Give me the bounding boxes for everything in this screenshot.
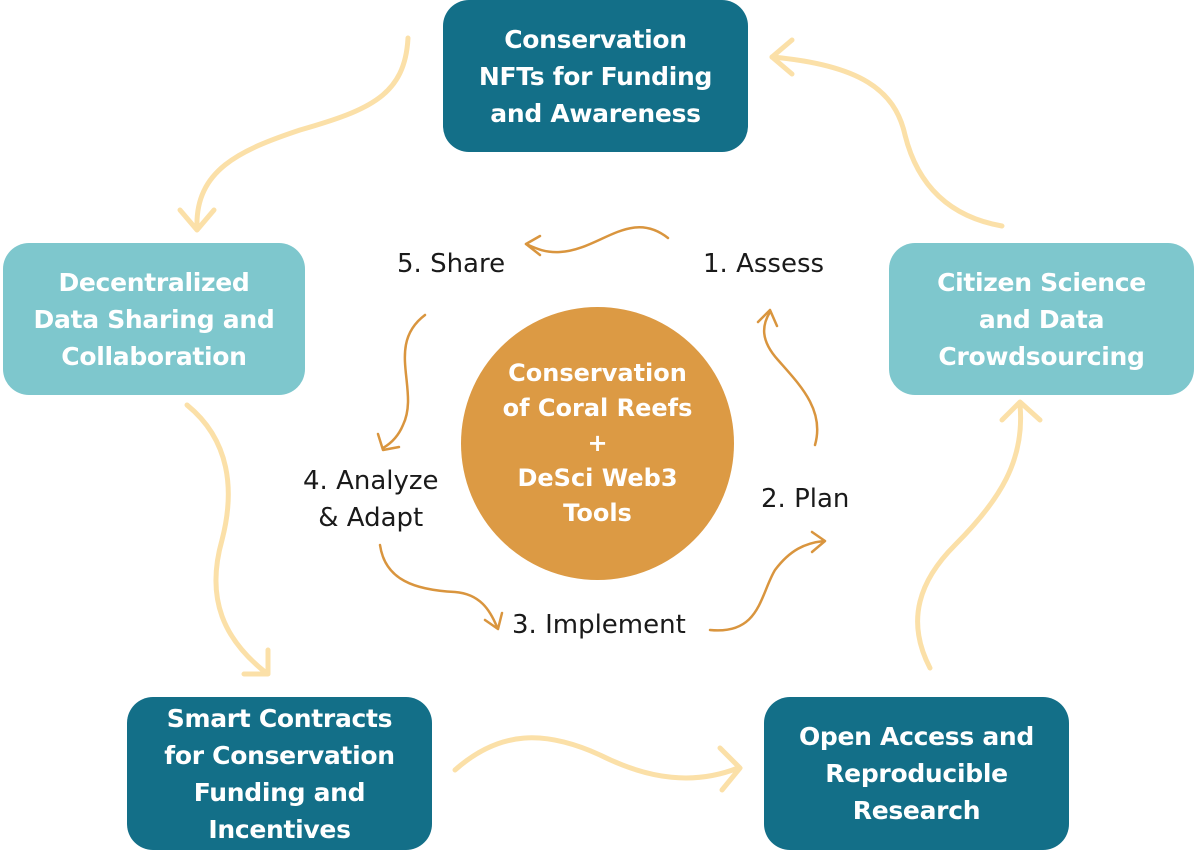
step-assess: 1. Assess [703, 249, 825, 279]
box-decentralized-data-sharing-label: Decentralized Data Sharing and Collabora… [33, 267, 275, 371]
box-conservation-nfts-label: Conservation NFTs for Funding and Awaren… [478, 24, 713, 128]
outer-arrow-bottomleft-to-bottomright [452, 735, 743, 793]
inner-arrow-analyze-to-implement [378, 543, 504, 631]
outer-arrow-bottomright-to-right [915, 399, 1043, 671]
box-open-access-label: Open Access and Reproducible Research [798, 722, 1035, 825]
outer-arrow-top-to-left [177, 35, 411, 233]
box-open-access: Open Access and Reproducible Research [764, 697, 1069, 850]
step-implement: 3. Implement [512, 610, 686, 640]
box-citizen-science-label: Citizen Science and Data Crowdsourcing [937, 267, 1146, 371]
box-conservation-nfts: Conservation NFTs for Funding and Awaren… [443, 0, 748, 152]
box-decentralized-data-sharing: Decentralized Data Sharing and Collabora… [3, 243, 305, 395]
step-analyze-adapt: 4. Analyze & Adapt [303, 466, 439, 533]
box-smart-contracts-label: Smart Contracts for Conservation Funding… [164, 703, 395, 844]
step-share: 5. Share [397, 249, 506, 279]
center-circle: Conservation of Coral Reefs + DeSci Web3… [461, 307, 734, 580]
outer-arrow-right-to-top [769, 37, 1005, 229]
box-citizen-science: Citizen Science and Data Crowdsourcing [889, 243, 1194, 395]
inner-arrow-share-to-analyze [376, 313, 427, 452]
inner-arrow-plan-to-assess [756, 308, 819, 447]
outer-arrow-left-to-bottomleft [184, 402, 271, 677]
center-circle-label: Conservation of Coral Reefs + DeSci Web3… [502, 359, 693, 527]
box-smart-contracts: Smart Contracts for Conservation Funding… [127, 697, 432, 850]
step-plan: 2. Plan [761, 484, 850, 514]
inner-arrow-implement-to-plan [708, 530, 827, 632]
inner-arrow-assess-to-share [524, 226, 670, 257]
